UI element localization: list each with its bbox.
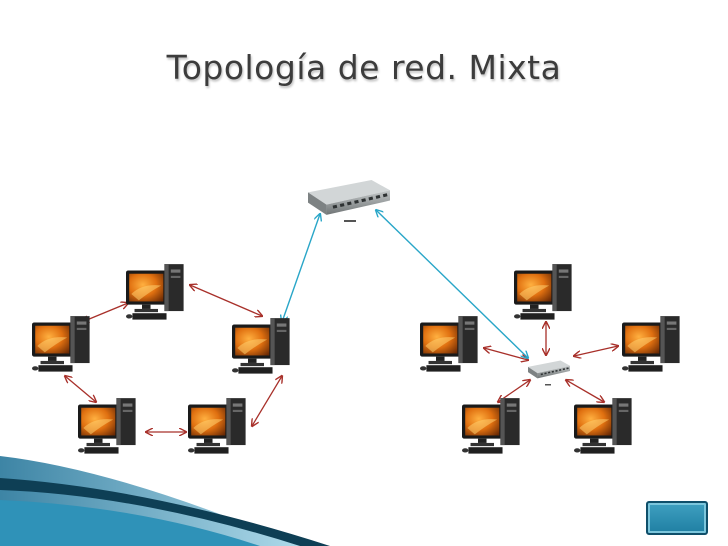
desktop-computer-icon (462, 398, 520, 454)
link-hub-left (484, 348, 528, 360)
decorative-wave (0, 456, 330, 546)
link-pc2-pc4 (65, 376, 96, 402)
link-pc3-pc5 (252, 376, 282, 426)
desktop-computer-icon (514, 264, 572, 320)
nav-button[interactable] (646, 501, 708, 535)
desktop-computer-icon (622, 316, 680, 372)
link-hub-bottom-right (566, 380, 604, 402)
desktop-computer-icon (574, 398, 632, 454)
desktop-computer-icon (126, 264, 184, 320)
link-pc1-pc2 (82, 303, 128, 322)
network-switch-icon (308, 180, 390, 222)
link-pc1-pc3 (190, 285, 262, 316)
ring-links (65, 285, 282, 432)
uplink-ring (282, 214, 320, 322)
uplinks (282, 210, 528, 358)
slide-title: Topología de red. Mixta (166, 48, 562, 87)
desktop-computer-icon (420, 316, 478, 372)
uplink-star (376, 210, 528, 358)
desktop-computer-icon (188, 398, 246, 454)
hub-switch-icon (528, 360, 570, 386)
desktop-computer-icon (78, 398, 136, 454)
desktop-computer-icon (232, 318, 290, 374)
desktop-computer-icon (32, 316, 90, 372)
link-hub-right (574, 346, 618, 356)
